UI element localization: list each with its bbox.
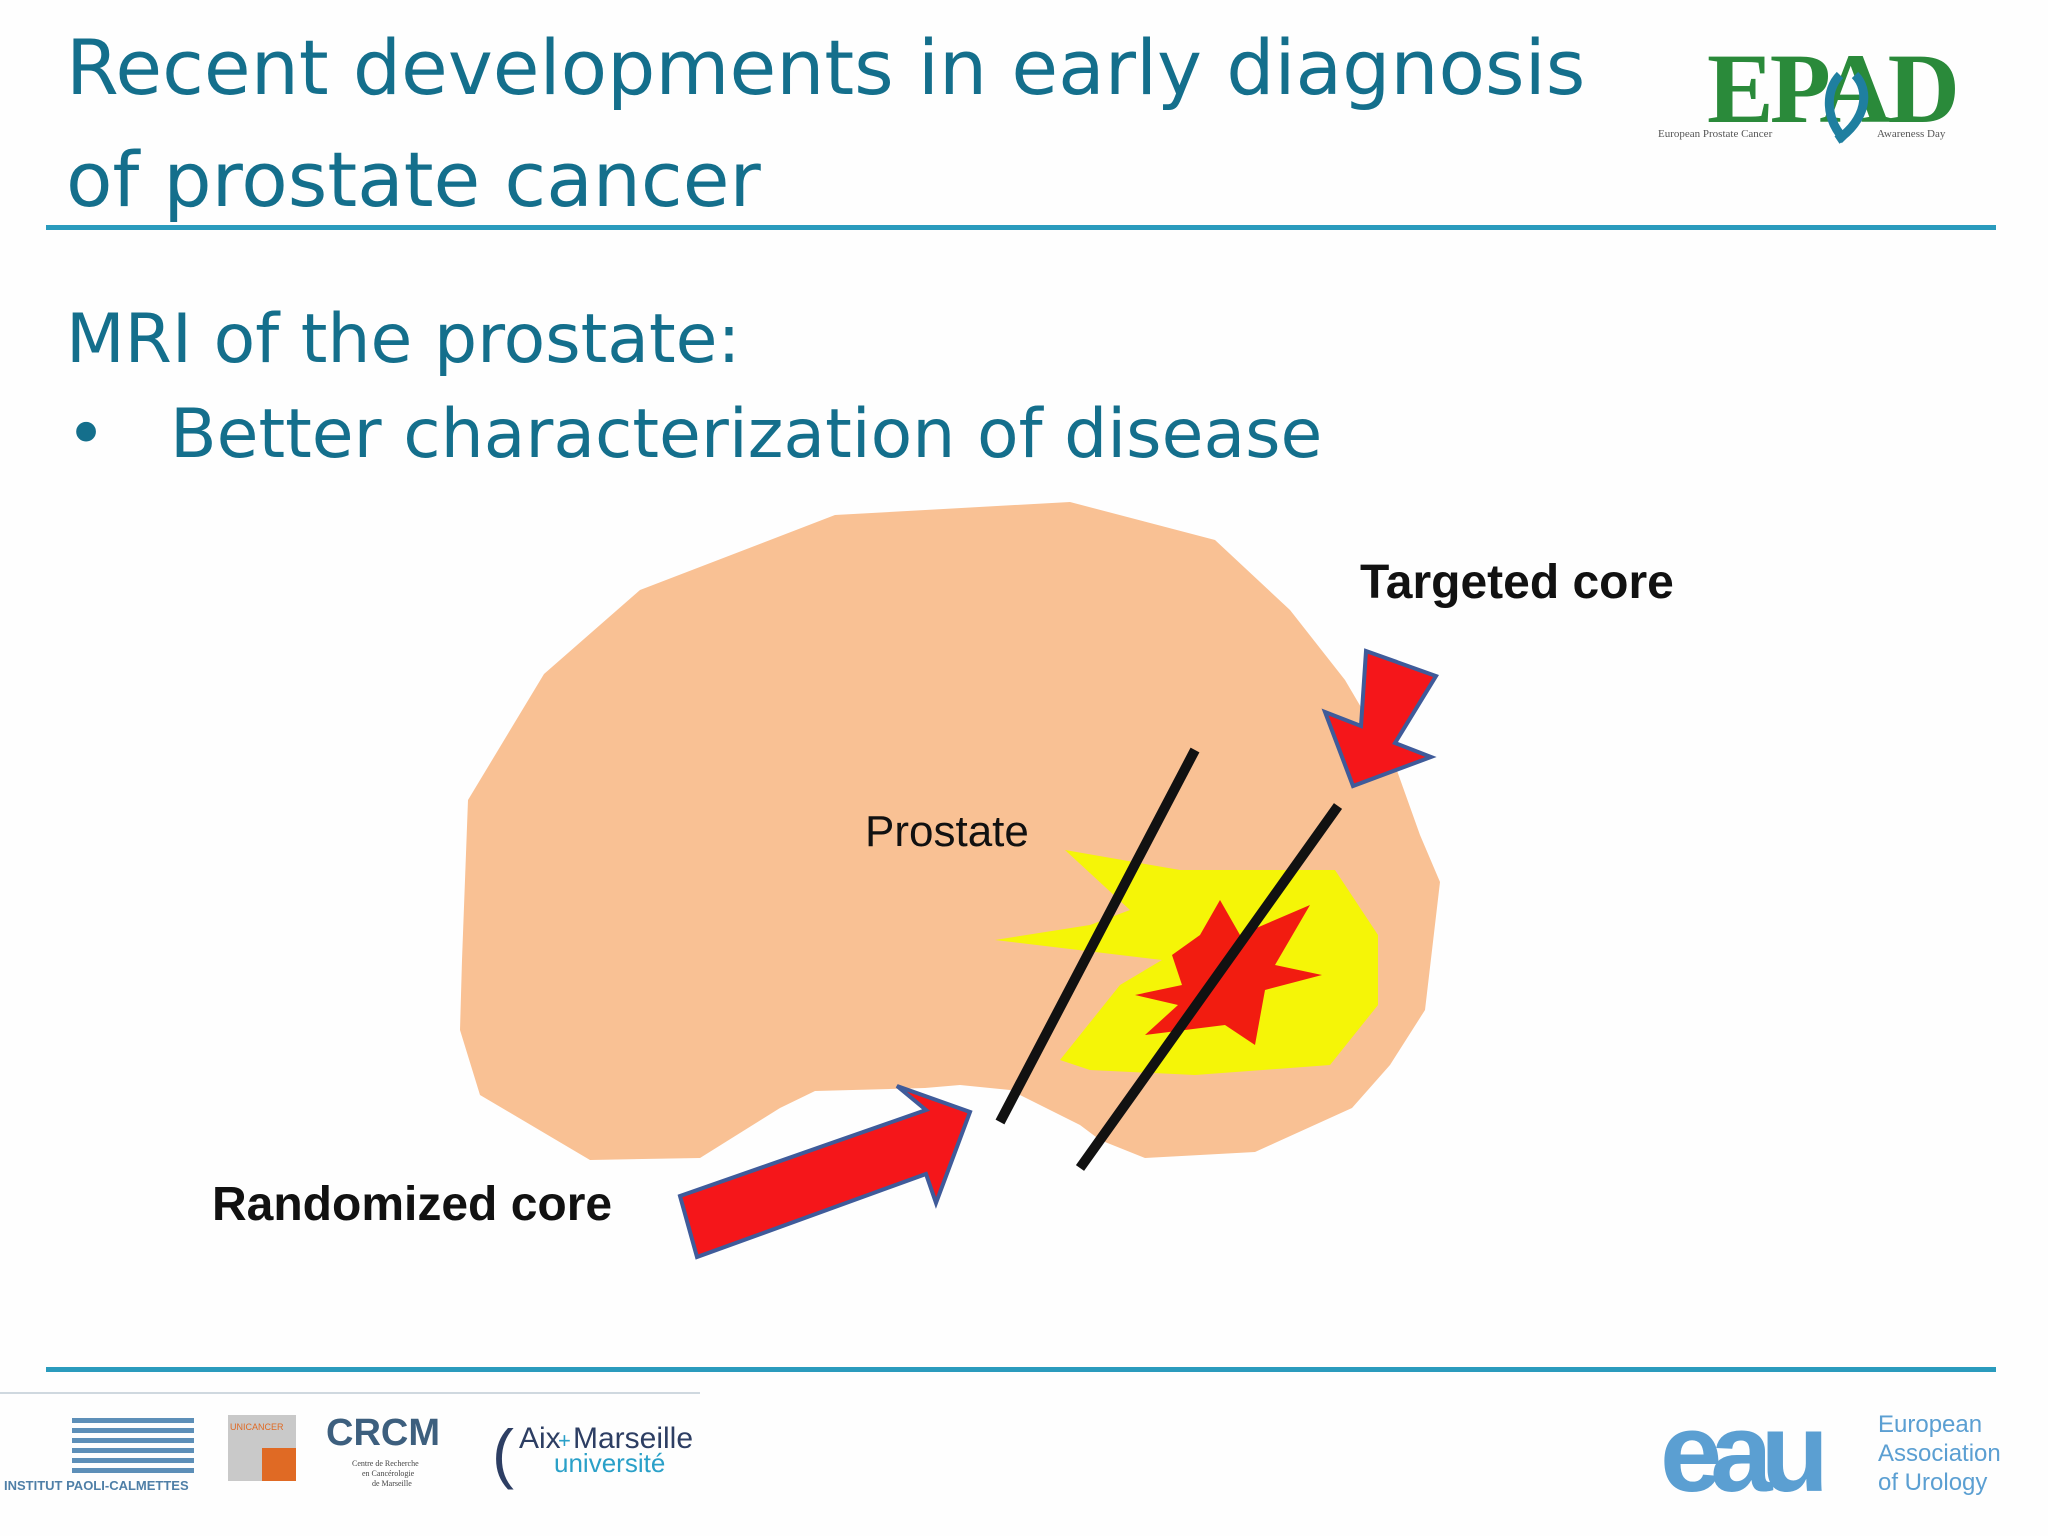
section-heading: MRI of the prostate:: [66, 300, 741, 379]
eau-logo-mark: eau: [1660, 1405, 1823, 1515]
amu-text-1: Aix: [519, 1422, 561, 1455]
epad-logo-left: European Prostate Cancer: [1658, 128, 1773, 140]
unicancer-logo-text: UNICANCER: [230, 1422, 284, 1432]
crcm-sub-3: de Marseille: [372, 1479, 412, 1488]
slide-title: Recent developments in early diagnosis o…: [66, 12, 1626, 236]
amu-text-2: Marseille: [573, 1422, 693, 1455]
randomized-needle: [995, 747, 1200, 1125]
bullet-text: Better characterization of disease: [170, 395, 1323, 474]
prostate-label: Prostate: [865, 807, 1029, 856]
title-line-2: of prostate cancer: [66, 135, 761, 224]
targeted-core-arrow: [1321, 648, 1439, 789]
footer-divider: [46, 1367, 1996, 1372]
randomized-core-arrow: [677, 1084, 973, 1260]
epad-logo-right: Awareness Day: [1877, 128, 1946, 140]
ipc-logo: INSTITUT PAOLI-CALMETTES: [4, 1418, 194, 1493]
targeted-core-label: Targeted core: [1360, 556, 1674, 609]
bullet-symbol: •: [66, 395, 107, 474]
crcm-sub-1: Centre de Recherche: [352, 1459, 419, 1468]
header-divider: [46, 225, 1996, 230]
targeted-needle: [1075, 803, 1343, 1171]
bullet-item: • Better characterization of disease: [66, 390, 1322, 480]
amu-text-3: université: [554, 1448, 665, 1478]
eau-text-3: of Urology: [1878, 1469, 1987, 1496]
amu-logo: ( Aix + Marseille université: [492, 1416, 693, 1490]
crcm-logo-text: CRCM: [326, 1412, 440, 1454]
eau-logo: eau European Association of Urology: [1660, 1405, 2001, 1515]
lesion: [1135, 900, 1322, 1045]
crcm-sub-2: en Cancérologie: [362, 1469, 415, 1478]
epad-logo: EPAD European Prostate Cancer Awareness …: [1658, 33, 1960, 144]
ribbon-icon: [1824, 71, 1869, 144]
amu-bracket: (: [492, 1416, 514, 1490]
randomized-core-label: Randomized core: [212, 1178, 612, 1231]
ipc-logo-text: INSTITUT PAOLI-CALMETTES: [4, 1478, 189, 1493]
title-line-1: Recent developments in early diagnosis: [66, 23, 1586, 112]
eau-text-1: European: [1878, 1411, 1982, 1438]
partner-logos: INSTITUT PAOLI-CALMETTES UNICANCER CRCM …: [0, 1392, 700, 1493]
eau-text-2: Association: [1878, 1440, 2001, 1467]
crcm-logo: CRCM Centre de Recherche en Cancérologie…: [326, 1412, 440, 1488]
unicancer-logo: UNICANCER: [228, 1415, 296, 1481]
amu-plus: +: [558, 1428, 571, 1453]
